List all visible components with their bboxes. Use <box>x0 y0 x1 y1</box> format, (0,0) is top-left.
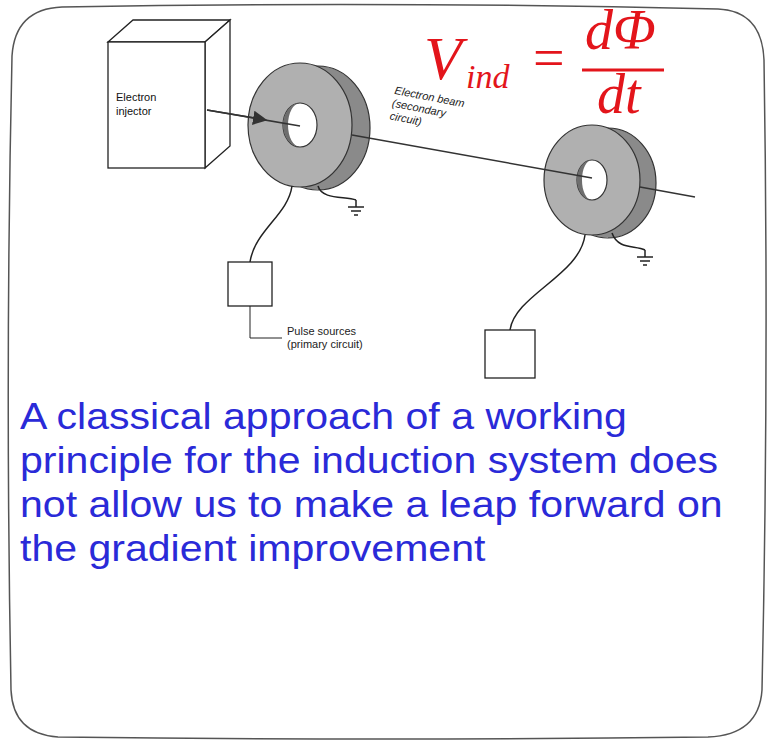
beam-arrow <box>207 110 266 120</box>
core-hole <box>283 103 317 147</box>
core-front <box>544 125 640 235</box>
toroid-core <box>544 125 656 238</box>
toroid-core <box>248 63 370 190</box>
primary-wire <box>510 235 585 330</box>
core-front <box>248 63 352 187</box>
cube-side <box>205 20 230 168</box>
equation-operator: = <box>533 28 565 90</box>
equation-numerator: dΦ <box>585 0 656 62</box>
beam-line <box>640 187 695 197</box>
core-hole-wall <box>577 160 592 200</box>
panel-border <box>8 4 766 739</box>
equation-subscript: ind <box>466 58 509 95</box>
box-label: Electron injector <box>116 91 172 119</box>
equation-denominator: dt <box>597 64 641 126</box>
cube-front <box>108 42 205 168</box>
beam-line <box>352 135 592 178</box>
pulse-source-label: Pulse sources (primary circuit) <box>287 325 387 351</box>
primary-wire <box>250 186 292 262</box>
core-hole <box>577 160 607 200</box>
ground-symbol <box>348 200 364 215</box>
ground-symbol <box>637 250 653 265</box>
equation-symbol: V <box>424 24 462 92</box>
ground-wire <box>612 233 645 250</box>
body-text: A classical approach of a working princi… <box>20 395 750 571</box>
beam-line <box>207 110 300 126</box>
ground-wire <box>318 186 356 200</box>
injector-box: Electron injector <box>108 42 205 168</box>
pulse-source-box <box>485 330 535 378</box>
beam-label: Electron beam (secondary circuit) <box>388 84 474 138</box>
leader-line <box>250 306 282 338</box>
pulse-source-box <box>228 262 272 306</box>
